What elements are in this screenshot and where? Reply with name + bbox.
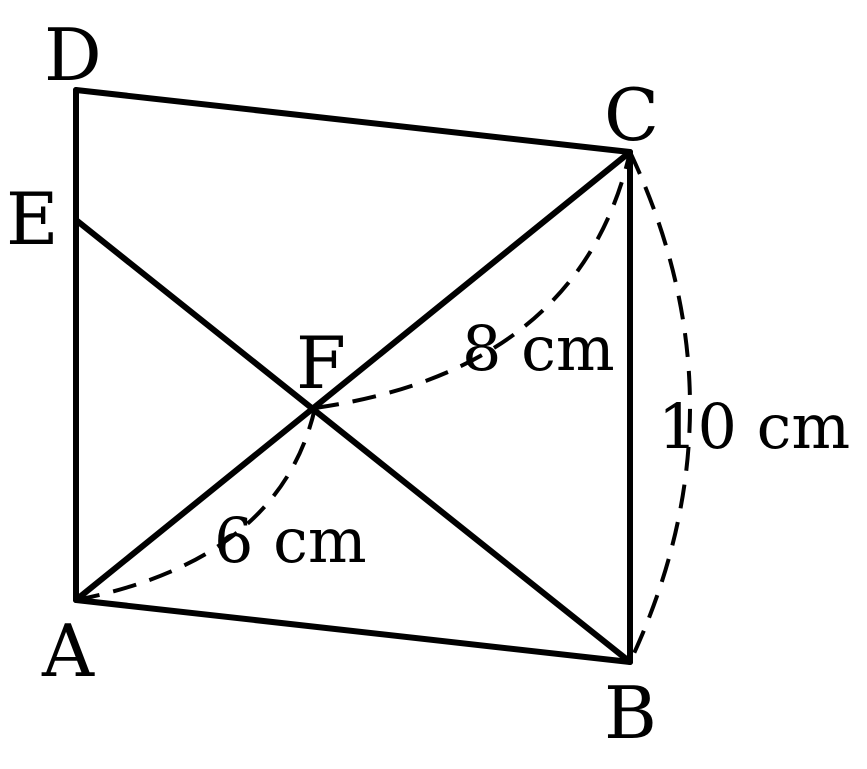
length-label-fc: 8 cm <box>462 312 615 385</box>
dimension-arc-af <box>75 407 317 602</box>
point-label-f: F <box>296 321 346 405</box>
dimension-arc-fc <box>314 151 632 410</box>
length-label-bc: 10 cm <box>658 390 850 463</box>
point-label-c: C <box>604 73 659 157</box>
point-label-b: B <box>604 671 657 755</box>
point-label-e: E <box>6 177 59 261</box>
segment-ac <box>73 149 633 603</box>
side-ab <box>73 597 633 665</box>
dimension-arc-bc <box>628 151 692 663</box>
segment-eb <box>73 217 633 665</box>
length-label-af: 6 cm <box>214 504 367 577</box>
point-label-a: A <box>41 609 95 693</box>
point-label-d: D <box>44 13 102 97</box>
side-dc <box>73 87 633 155</box>
